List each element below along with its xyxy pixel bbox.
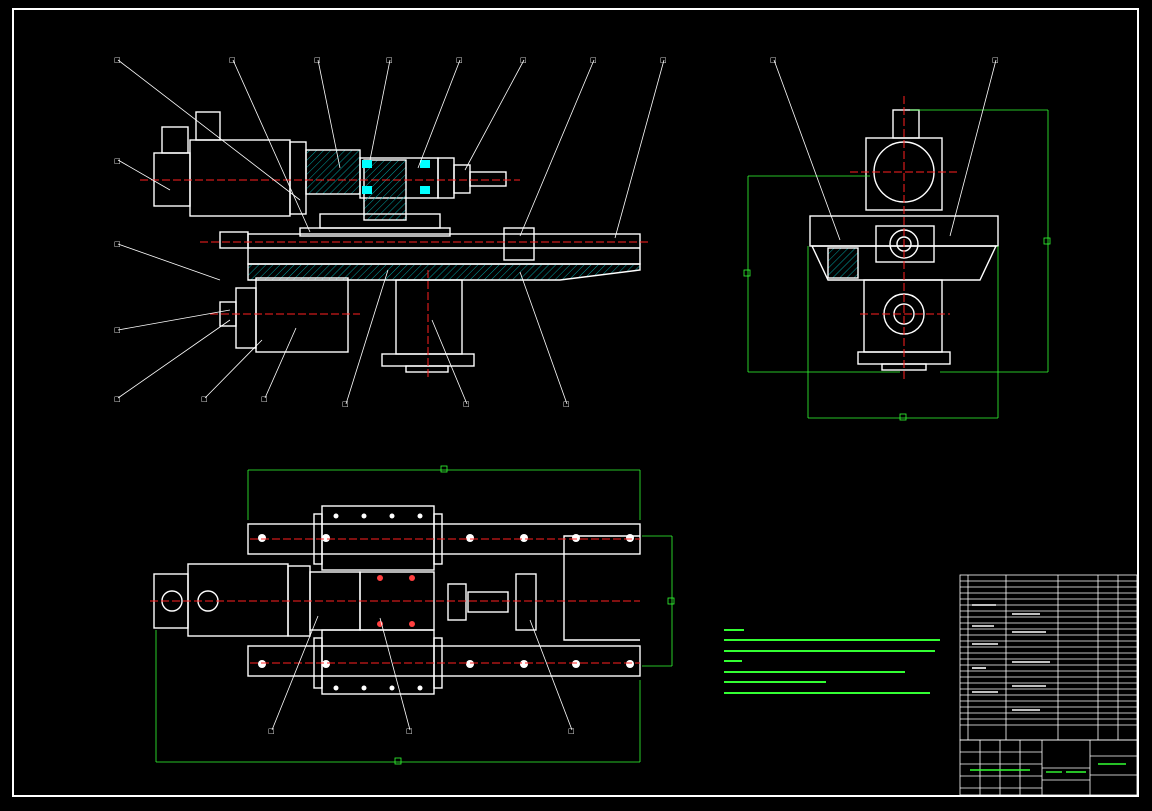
side-view-marker-2: □ — [992, 56, 999, 64]
carriage-upper — [321, 505, 435, 571]
sheet-frame — [12, 8, 1139, 797]
side-view-dimensions — [743, 109, 1051, 421]
coupling-housing — [305, 149, 361, 195]
top-view-bolts — [258, 513, 634, 691]
side-view-leaders — [773, 59, 997, 241]
top-view-marker-3: □ — [568, 727, 575, 735]
top-view — [153, 505, 641, 695]
svg-text:□: □ — [114, 157, 121, 165]
svg-text:□: □ — [463, 400, 470, 408]
bearing-cyan-2 — [362, 186, 372, 194]
front-view-part-markers: □ □ □ □ □ □ □ □ □ □ □ □ □ □ □ □ □ — [114, 56, 667, 408]
svg-text:□: □ — [386, 56, 393, 64]
carriage-lower — [321, 629, 435, 695]
lower-motor — [255, 277, 349, 353]
svg-text:□: □ — [563, 400, 570, 408]
svg-text:□: □ — [456, 56, 463, 64]
top-motor — [187, 563, 289, 637]
svg-text:□: □ — [114, 240, 121, 248]
bearing-cyan-1 — [362, 160, 372, 168]
bearing-cyan-3 — [420, 160, 430, 168]
motor-connector-1 — [161, 126, 189, 154]
svg-text:□: □ — [201, 395, 208, 403]
guide-rail — [247, 233, 641, 265]
svg-text:□: □ — [520, 56, 527, 64]
front-section-view — [153, 111, 641, 373]
parts-list — [959, 574, 1138, 741]
top-view-marker-1: □ — [268, 727, 275, 735]
rail-base — [247, 263, 641, 281]
title-block — [959, 739, 1138, 796]
top-view-leaders — [271, 615, 573, 731]
svg-text:□: □ — [114, 395, 121, 403]
motor-connector-2 — [195, 111, 221, 141]
svg-text:□: □ — [342, 400, 349, 408]
svg-text:□: □ — [229, 56, 236, 64]
svg-text:□: □ — [590, 56, 597, 64]
svg-text:□: □ — [660, 56, 667, 64]
top-rail-lower — [247, 645, 641, 677]
svg-text:□: □ — [114, 326, 121, 334]
top-view-dimensions — [155, 465, 675, 765]
svg-text:□: □ — [261, 395, 268, 403]
bearing-cyan-4 — [420, 186, 430, 194]
title-block-fill — [970, 763, 1126, 773]
top-view-marker-2: □ — [406, 727, 413, 735]
front-view-leaders — [117, 59, 665, 405]
side-view-marker-1: □ — [770, 56, 777, 64]
parts-list-entries — [972, 604, 1050, 711]
technical-requirements — [724, 629, 940, 694]
support-pedestal — [395, 279, 463, 355]
svg-text:□: □ — [314, 56, 321, 64]
svg-text:□: □ — [114, 56, 121, 64]
motor-body — [189, 139, 291, 217]
